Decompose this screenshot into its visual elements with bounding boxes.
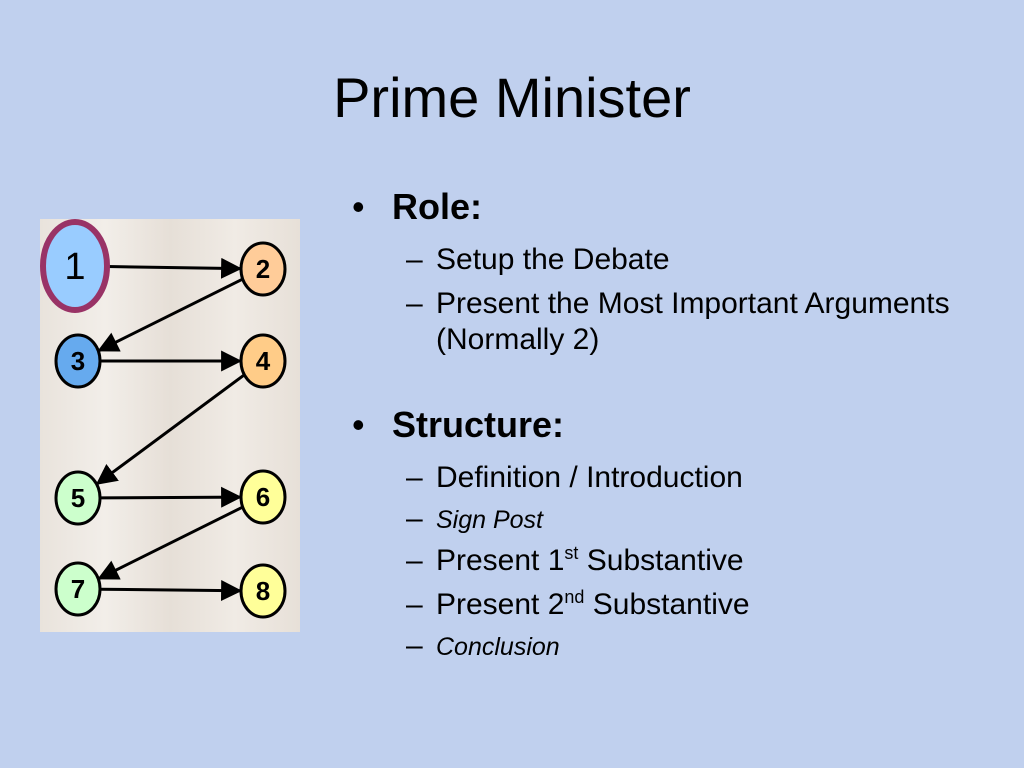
role-heading: • Role: (352, 180, 1002, 234)
speaker-node-label: 3 (71, 346, 85, 376)
speaker-node-shape (54, 333, 102, 389)
structure-item: – Definition / Introduction (352, 460, 1002, 496)
speaker-node-shape (40, 219, 110, 313)
ordinal-suffix: nd (564, 587, 585, 607)
structure-item: – Sign Post (352, 504, 1002, 535)
arrow-4-to-5 (95, 373, 246, 485)
dash-marker: – (406, 588, 423, 621)
speaker-order-diagram: 1 2 3 4 5 6 7 8 (40, 219, 300, 632)
arrow-5-to-6 (99, 486, 243, 508)
text-part: Present 1 (436, 544, 565, 577)
structure-heading: • Structure: (352, 398, 1002, 452)
speaker-node-shape (54, 561, 102, 617)
speaker-node-label: 1 (64, 246, 85, 288)
arrow-2-to-3 (97, 277, 244, 352)
speaker-node-label: 6 (256, 482, 270, 512)
speaker-node-label: 4 (256, 346, 271, 376)
structure-item-text: Conclusion (436, 633, 560, 661)
ordinal-suffix: st (564, 543, 579, 563)
dash-marker: – (406, 287, 423, 320)
bullet-dot: • (352, 186, 365, 227)
speaker-node-label: 8 (256, 576, 270, 606)
speaker-node-6: 6 (239, 469, 287, 525)
role-item: – Present the Most Important Arguments (… (352, 286, 1002, 358)
role-item-text: Present the Most Important Arguments (No… (436, 287, 950, 356)
speaker-node-label: 7 (71, 574, 85, 604)
speaker-node-shape (239, 241, 287, 297)
role-item: – Setup the Debate (352, 242, 1002, 278)
structure-item: – Present 2nd Substantive (352, 587, 1002, 623)
speaker-node-shape (239, 469, 287, 525)
speaker-node-1: 1 (40, 219, 110, 313)
speaker-node-shape (239, 563, 287, 619)
role-item-text: Setup the Debate (436, 243, 670, 276)
structure-heading-text: Structure: (392, 404, 565, 445)
structure-item-text: Present 2nd Substantive (436, 587, 750, 623)
bullet-dot: • (352, 404, 365, 445)
structure-item-text: Definition / Introduction (436, 461, 743, 494)
slide-title: Prime Minister (333, 66, 691, 129)
text-part: Substantive (584, 588, 750, 621)
dash-marker: – (406, 461, 423, 494)
diagram-canvas: 1 2 3 4 5 6 7 8 (40, 219, 287, 619)
dash-marker: – (406, 243, 423, 276)
text-part: Present 2 (436, 588, 565, 621)
arrow-1-to-2 (106, 257, 243, 279)
speaker-node-2: 2 (239, 241, 287, 297)
dash-marker: – (406, 502, 423, 535)
role-heading-text: Role: (392, 186, 482, 227)
speaker-node-8: 8 (239, 563, 287, 619)
structure-item-text: Present 1st Substantive (436, 543, 744, 579)
structure-item-text: Sign Post (436, 506, 544, 534)
speaker-node-label: 5 (71, 483, 85, 513)
speaker-node-shape (239, 333, 287, 389)
speaker-node-4: 4 (239, 333, 287, 389)
speaker-node-7: 7 (54, 561, 102, 617)
dash-marker: – (406, 629, 423, 662)
dash-marker: – (406, 544, 423, 577)
speaker-node-label: 2 (256, 254, 270, 284)
speaker-node-shape (54, 470, 102, 526)
structure-item: – Present 1st Substantive (352, 543, 1002, 579)
arrow-7-to-8 (99, 580, 243, 602)
arrow-6-to-7 (97, 505, 244, 580)
slide-content: • Role: – Setup the Debate – Present the… (352, 180, 1002, 662)
speaker-node-5: 5 (54, 470, 102, 526)
speaker-node-3: 3 (54, 333, 102, 389)
text-part: Substantive (578, 544, 744, 577)
structure-item: – Conclusion (352, 631, 1002, 662)
